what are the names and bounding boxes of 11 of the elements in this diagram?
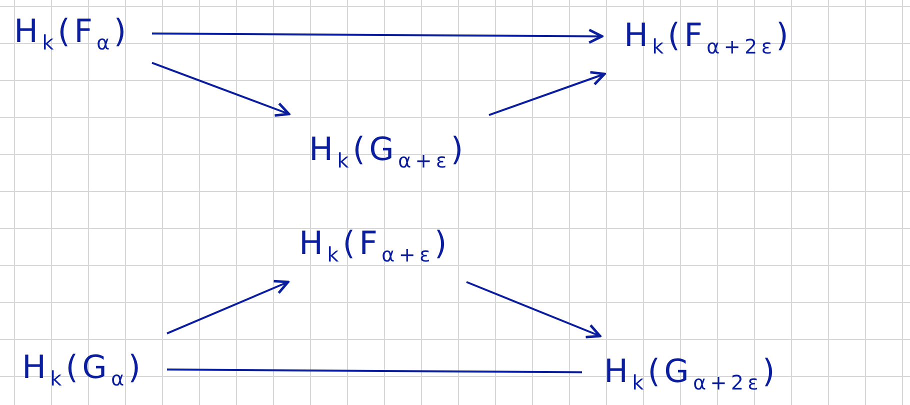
arrow — [166, 280, 290, 334]
formula-label: H$_{k}$(G$_{α+ε}$) — [305, 128, 472, 174]
arrow — [152, 62, 290, 117]
arrow — [466, 281, 602, 338]
formula-label: H$_{k}$(G$_{α}$) — [18, 346, 149, 392]
formula-label: H$_{k}$(F$_{α+2ε}$) — [620, 14, 797, 60]
formula-label: H$_{k}$(G$_{α+2ε}$) — [600, 350, 783, 396]
arrow — [488, 70, 606, 116]
formula-label: H$_{k}$(F$_{α+ε}$) — [295, 222, 455, 268]
formula-label: H$_{k}$(F$_{α}$) — [10, 10, 134, 56]
arrow — [152, 28, 604, 44]
